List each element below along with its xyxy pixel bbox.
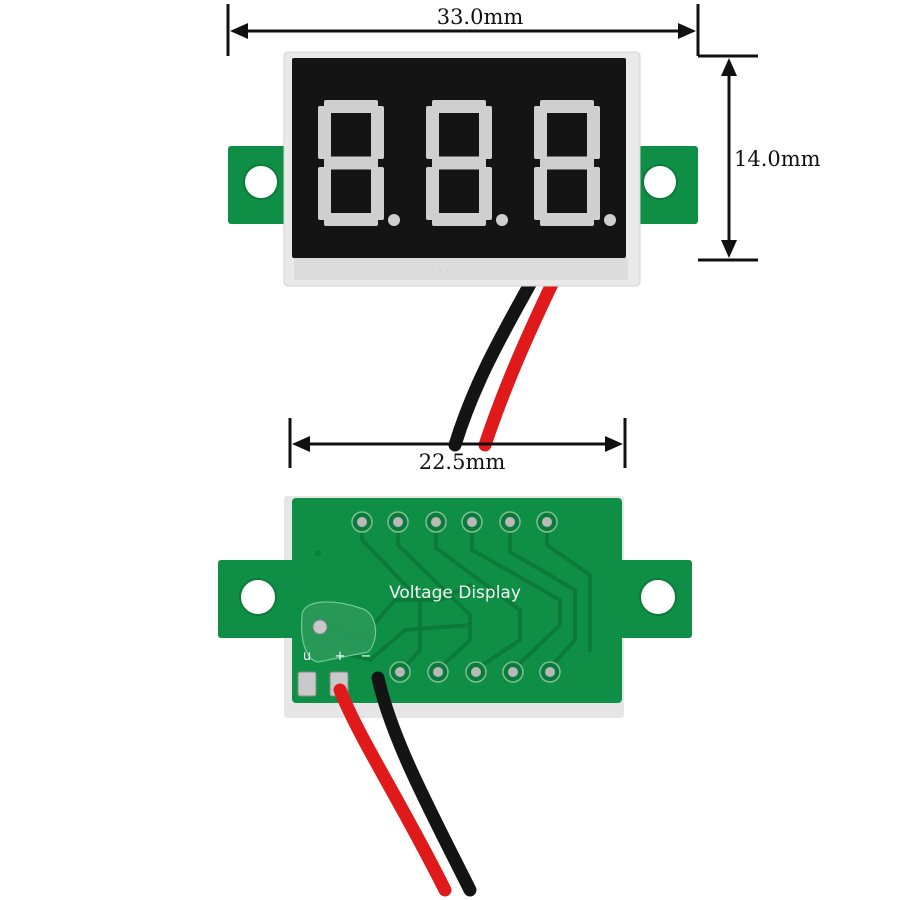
dimension-height: 14.0mm	[698, 54, 821, 262]
bottom-pad-3-solder	[471, 667, 481, 677]
digit-2-segment-a	[432, 100, 486, 113]
bottom-pad-2-solder	[433, 667, 443, 677]
digit-1-segment-e	[318, 167, 331, 220]
digit-3-segment-f	[534, 106, 547, 159]
top-pad-3-solder	[431, 517, 441, 527]
pin-mark-plus: +	[335, 649, 346, 664]
arrow-left-b-icon	[292, 436, 310, 452]
digit-2-segment-f	[426, 106, 439, 159]
front-right-mount-hole-icon	[642, 164, 678, 200]
front-bezel-bottom-lip	[294, 258, 628, 280]
pcb-silkscreen-label: Voltage Display	[389, 583, 521, 603]
component-pad	[312, 619, 328, 635]
digit-1-segment-g	[324, 156, 378, 170]
pin-mark-u: u	[303, 649, 311, 664]
digit-2-segment-e	[426, 167, 439, 220]
arrow-right-b-icon	[605, 436, 623, 452]
dimension-label-width-top: 33.0mm	[437, 5, 524, 29]
pads-bottom-row	[389, 661, 561, 683]
pcb-via	[315, 550, 321, 556]
digit-3-segment-e	[534, 167, 547, 220]
top-pad-4-solder	[467, 517, 477, 527]
digit-1-decimal-point	[388, 214, 400, 226]
pads-top-row	[351, 511, 558, 533]
wire-pad-u	[297, 671, 317, 697]
back-red-wire	[333, 683, 452, 897]
digit-2-segment-g	[432, 156, 486, 170]
dimension-label-width-bottom: 22.5mm	[419, 450, 506, 474]
seven-segment-digits	[318, 100, 616, 226]
top-pad-5-solder	[505, 517, 515, 527]
digit-3-segment-g	[540, 156, 594, 170]
digit-2-segment-b	[479, 106, 492, 159]
digit-3-segment-a	[540, 100, 594, 113]
back-black-wire	[371, 671, 477, 897]
digit-2-decimal-point	[496, 214, 508, 226]
digit-2-segment-c	[479, 167, 492, 220]
arrow-up-icon	[721, 58, 737, 76]
digit-3-segment-b	[587, 106, 600, 159]
digit-1-segment-c	[371, 167, 384, 220]
front-red-wire	[478, 277, 559, 452]
top-pad-6-solder	[542, 517, 552, 527]
digit-1-segment-f	[318, 106, 331, 159]
pcb-traces	[318, 522, 592, 674]
digit-1-segment-b	[371, 106, 384, 159]
digit-1-segment-a	[324, 100, 378, 113]
digit-3-segment-c	[587, 167, 600, 220]
dimension-width-top: 33.0mm	[226, 4, 700, 56]
front-module: · · ·	[228, 51, 698, 452]
front-wires	[448, 277, 559, 452]
top-pad-1-solder	[357, 517, 367, 527]
dimension-label-height: 14.0mm	[734, 147, 821, 171]
back-right-mount-hole-icon	[639, 578, 677, 616]
arrow-right-icon	[678, 23, 696, 39]
digit-1-segment-d	[324, 213, 378, 226]
arrow-down-icon	[721, 240, 737, 258]
bottom-pad-1-solder	[395, 667, 405, 677]
bezel-emboss-text: · · ·	[438, 264, 455, 277]
back-module: Voltage Display u + −	[218, 496, 692, 897]
dimension-label-bg	[430, 6, 530, 28]
pin-mark-minus: −	[361, 649, 372, 664]
bottom-pad-5-solder	[545, 667, 555, 677]
solder-blob	[301, 601, 377, 663]
top-pad-2-solder	[393, 517, 403, 527]
digit-2-segment-d	[432, 213, 486, 226]
bottom-pad-4-solder	[508, 667, 518, 677]
back-left-mount-hole-icon	[239, 578, 277, 616]
digit-3-segment-d	[540, 213, 594, 226]
arrow-left-icon	[230, 23, 248, 39]
digit-3-decimal-point	[604, 214, 616, 226]
dimension-width-bottom: 22.5mm	[288, 418, 627, 474]
front-black-wire	[448, 277, 537, 452]
front-left-mount-hole-icon	[243, 164, 279, 200]
